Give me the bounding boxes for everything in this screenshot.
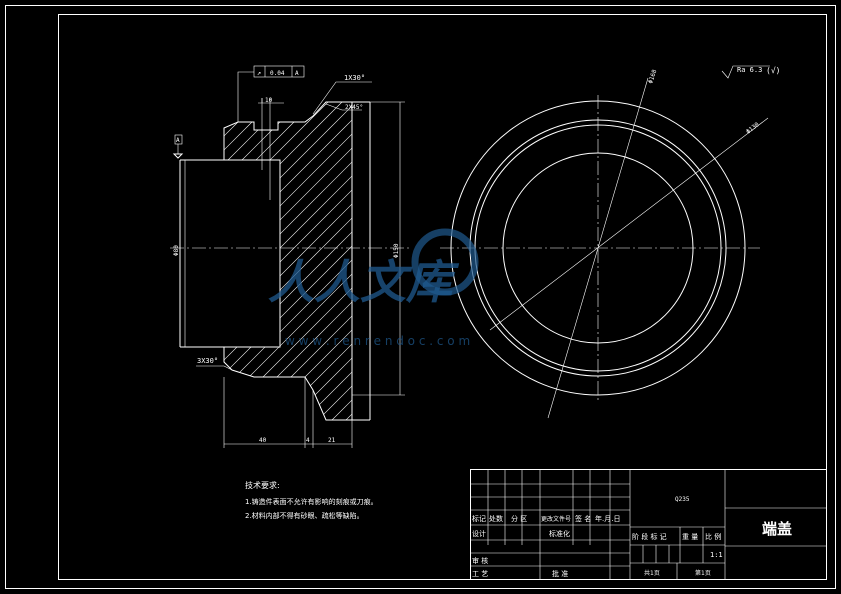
tb-process: 工 艺 xyxy=(472,570,488,578)
tb-doc-no: 更改文件号 xyxy=(541,515,571,523)
hatch-line xyxy=(224,102,352,420)
hatch-line xyxy=(466,80,826,440)
hatch-line xyxy=(255,102,352,420)
hatch-line xyxy=(224,102,351,420)
hatch-line xyxy=(438,80,798,440)
tb-count: 处数 xyxy=(489,514,503,523)
chamfer-bottom: 3X30° xyxy=(197,357,218,365)
hatch-line xyxy=(224,102,225,420)
hatch-line xyxy=(564,80,841,440)
dim-circle-a: Φ168 xyxy=(647,68,658,84)
dim-right-dia: Φ150 xyxy=(393,243,400,258)
dim-left-dia: Φ80 xyxy=(173,245,180,256)
hatch-line xyxy=(578,80,841,440)
runout-frame xyxy=(253,65,305,78)
dim-bottom-c: 21 xyxy=(328,437,336,444)
hatch-line xyxy=(224,102,337,420)
hatch-line xyxy=(224,102,352,420)
runout-leader xyxy=(237,71,254,122)
hatch-line xyxy=(224,102,253,420)
roughness-value: Ra 6.3 xyxy=(737,66,762,74)
chamfer-bottom-leader xyxy=(196,365,233,371)
hatch-line xyxy=(550,80,841,440)
chamfer-top: 1X30° xyxy=(344,74,365,82)
hatch-line xyxy=(0,80,182,440)
hatch-line xyxy=(283,102,352,420)
datum-label: A xyxy=(176,137,180,144)
tb-sheet-total: 共1页 xyxy=(644,569,660,577)
tb-part-name: 端盖 xyxy=(762,520,792,538)
hatch-line xyxy=(508,80,841,440)
end-view: Φ168 Φ130 xyxy=(440,68,769,419)
tb-material: Q235 xyxy=(675,496,690,503)
hatch-line xyxy=(224,102,352,420)
tech-requirements: 技术要求: 1.铸造件表面不允许有影响的刻痕或刀痕。 2.材料内部不得有砂眼、疏… xyxy=(245,480,378,520)
hatch-line xyxy=(480,80,840,440)
tb-scale: 1:1 xyxy=(710,551,723,559)
tb-weight: 重 量 xyxy=(682,533,698,541)
roughness-suffix: (√) xyxy=(766,66,780,75)
hatch-line xyxy=(224,102,281,420)
tech-req-item-2: 2.材料内部不得有砂眼、疏松等缺陷。 xyxy=(245,511,364,520)
tb-design: 设计 xyxy=(472,529,486,538)
datum-box xyxy=(174,134,183,145)
chamfer-small: 2X45° xyxy=(345,104,363,111)
tb-zone: 分 区 xyxy=(511,514,527,523)
tb-ratio: 比 例 xyxy=(705,532,721,541)
runout-tol: 0.04 xyxy=(270,70,285,77)
hatch-line xyxy=(224,102,352,420)
dim-bottom-b: 4 xyxy=(306,437,310,444)
dim-circle-b-line xyxy=(489,117,769,331)
title-block: Q235 端盖 标记 处数 分 区 更改文件号 签 名 年.月.日 设计 标准化… xyxy=(470,469,827,580)
tb-stage-mark: 阶 段 标 记 xyxy=(632,532,667,541)
watermark: 人人文库 w w w . r e n r e n d o c . c o m xyxy=(268,228,479,348)
hatch-line xyxy=(452,80,812,440)
tb-sign: 签 名 xyxy=(575,514,591,523)
watermark-url: w w w . r e n r e n d o c . c o m xyxy=(285,334,470,348)
tech-req-title: 技术要求: xyxy=(245,480,280,490)
inner-frame xyxy=(58,14,827,580)
hatch-line xyxy=(224,102,295,420)
hatch-line xyxy=(0,80,154,440)
dim-top-width: 10 xyxy=(265,97,273,104)
tb-standardize: 标准化 xyxy=(549,529,570,538)
tb-mark: 标记 xyxy=(472,514,486,523)
chamfer-small-leader xyxy=(325,103,362,111)
hatch-line xyxy=(224,102,352,420)
hatch-line xyxy=(224,102,352,420)
tb-sheet-no: 第1页 xyxy=(695,569,711,577)
section-outline xyxy=(223,101,353,421)
hatch-line xyxy=(224,102,352,420)
hatch-line xyxy=(224,102,309,420)
dim-circle-b: Φ130 xyxy=(745,121,761,136)
chamfer-top-leader xyxy=(312,81,372,115)
hatch-line xyxy=(0,80,196,440)
outer-frame xyxy=(5,5,836,589)
hatch-line xyxy=(522,80,841,440)
runout-datum: A xyxy=(295,70,299,77)
runout-symbol: ↗ xyxy=(257,69,261,77)
hatch-line xyxy=(224,102,239,420)
watermark-logo-circle xyxy=(411,228,479,296)
hatch-line xyxy=(606,80,841,440)
tech-req-item-1: 1.铸造件表面不允许有影响的刻痕或刀痕。 xyxy=(245,497,378,506)
hatch-line xyxy=(224,102,352,420)
roughness-note: Ra 6.3 (√) xyxy=(721,65,780,79)
hatch-line xyxy=(0,80,140,440)
hatch-line xyxy=(410,80,770,440)
watermark-text: 人人文库 xyxy=(268,255,460,309)
hatch-line xyxy=(592,80,841,440)
hatch-line xyxy=(269,102,352,420)
tb-review: 审 核 xyxy=(472,556,488,565)
tb-approve: 批 准 xyxy=(552,569,568,578)
dim-bottom-a: 40 xyxy=(259,437,267,444)
tb-date: 年.月.日 xyxy=(595,514,620,523)
hatch-line xyxy=(0,80,210,440)
hatch-line xyxy=(0,80,168,440)
